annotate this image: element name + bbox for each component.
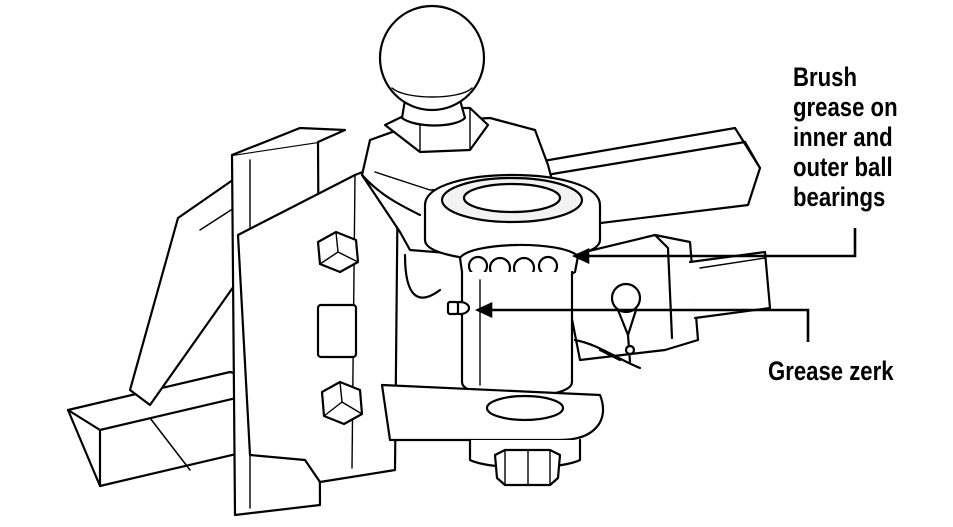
callout-text: Grease zerk [768,356,894,386]
callout-line: Brush [793,62,857,92]
hitch-ball [378,4,486,127]
pivot-housing [423,173,602,263]
lynch-pin [610,282,642,364]
grease-zerk-callout: Grease zerk [768,356,894,386]
pivot-cylinder [460,270,574,399]
brush-grease-callout: Brush grease on inner and outer ball bea… [793,62,898,212]
callout-line: inner and [793,122,893,152]
callout-line: grease on [793,92,898,122]
bolt-lower [320,380,364,426]
grease-zerk [446,300,471,316]
trunnion-bar [558,233,772,362]
leader-zerk [474,301,810,342]
bottom-nut [493,448,562,487]
bolt-upper [316,230,360,274]
callout-line: outer ball [793,152,893,182]
bottom-flange [380,383,605,469]
spring-clip [403,253,642,370]
callout-line: bearings [793,182,886,212]
leader-brush [571,228,857,265]
